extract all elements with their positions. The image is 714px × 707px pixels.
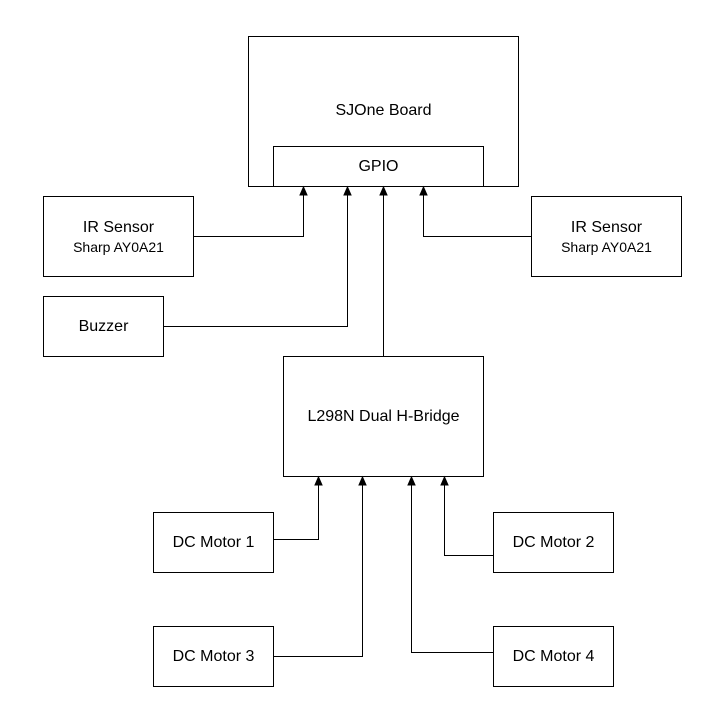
ir-sensor-left-label: IR Sensor [82,218,155,236]
dc-motor-3-node: DC Motor 3 [153,626,274,687]
buzzer-label: Buzzer [78,317,129,335]
dc-motor-2-label: DC Motor 2 [512,533,595,551]
ir-sensor-right-model: Sharp AY0A21 [561,238,652,255]
ir-sensor-left-node: IR Sensor Sharp AY0A21 [43,196,194,277]
dc-motor-1-node: DC Motor 1 [153,512,274,573]
ir-sensor-right-node: IR Sensor Sharp AY0A21 [531,196,682,277]
sjone-board-label: SJOne Board [335,102,432,119]
dc-motor-3-label: DC Motor 3 [172,647,255,665]
connector-motor-3-to-h-bridge [274,475,367,657]
connector-ir-left-to-gpio [194,185,308,237]
connector-motor-4-to-h-bridge [407,475,493,653]
h-bridge-node: L298N Dual H-Bridge [283,356,484,477]
connector-h-bridge-to-gpio [379,185,388,356]
connector-ir-right-to-gpio [419,185,531,237]
gpio-label: GPIO [358,157,399,175]
dc-motor-2-node: DC Motor 2 [493,512,614,573]
connector-motor-1-to-h-bridge [274,475,323,540]
dc-motor-1-label: DC Motor 1 [172,533,255,551]
ir-sensor-right-label: IR Sensor [570,218,643,236]
gpio-node: GPIO [273,146,484,187]
dc-motor-4-label: DC Motor 4 [512,647,595,665]
buzzer-node: Buzzer [43,296,164,357]
connector-motor-2-to-h-bridge [440,475,493,556]
dc-motor-4-node: DC Motor 4 [493,626,614,687]
ir-sensor-left-model: Sharp AY0A21 [73,238,164,255]
h-bridge-label: L298N Dual H-Bridge [307,407,460,425]
